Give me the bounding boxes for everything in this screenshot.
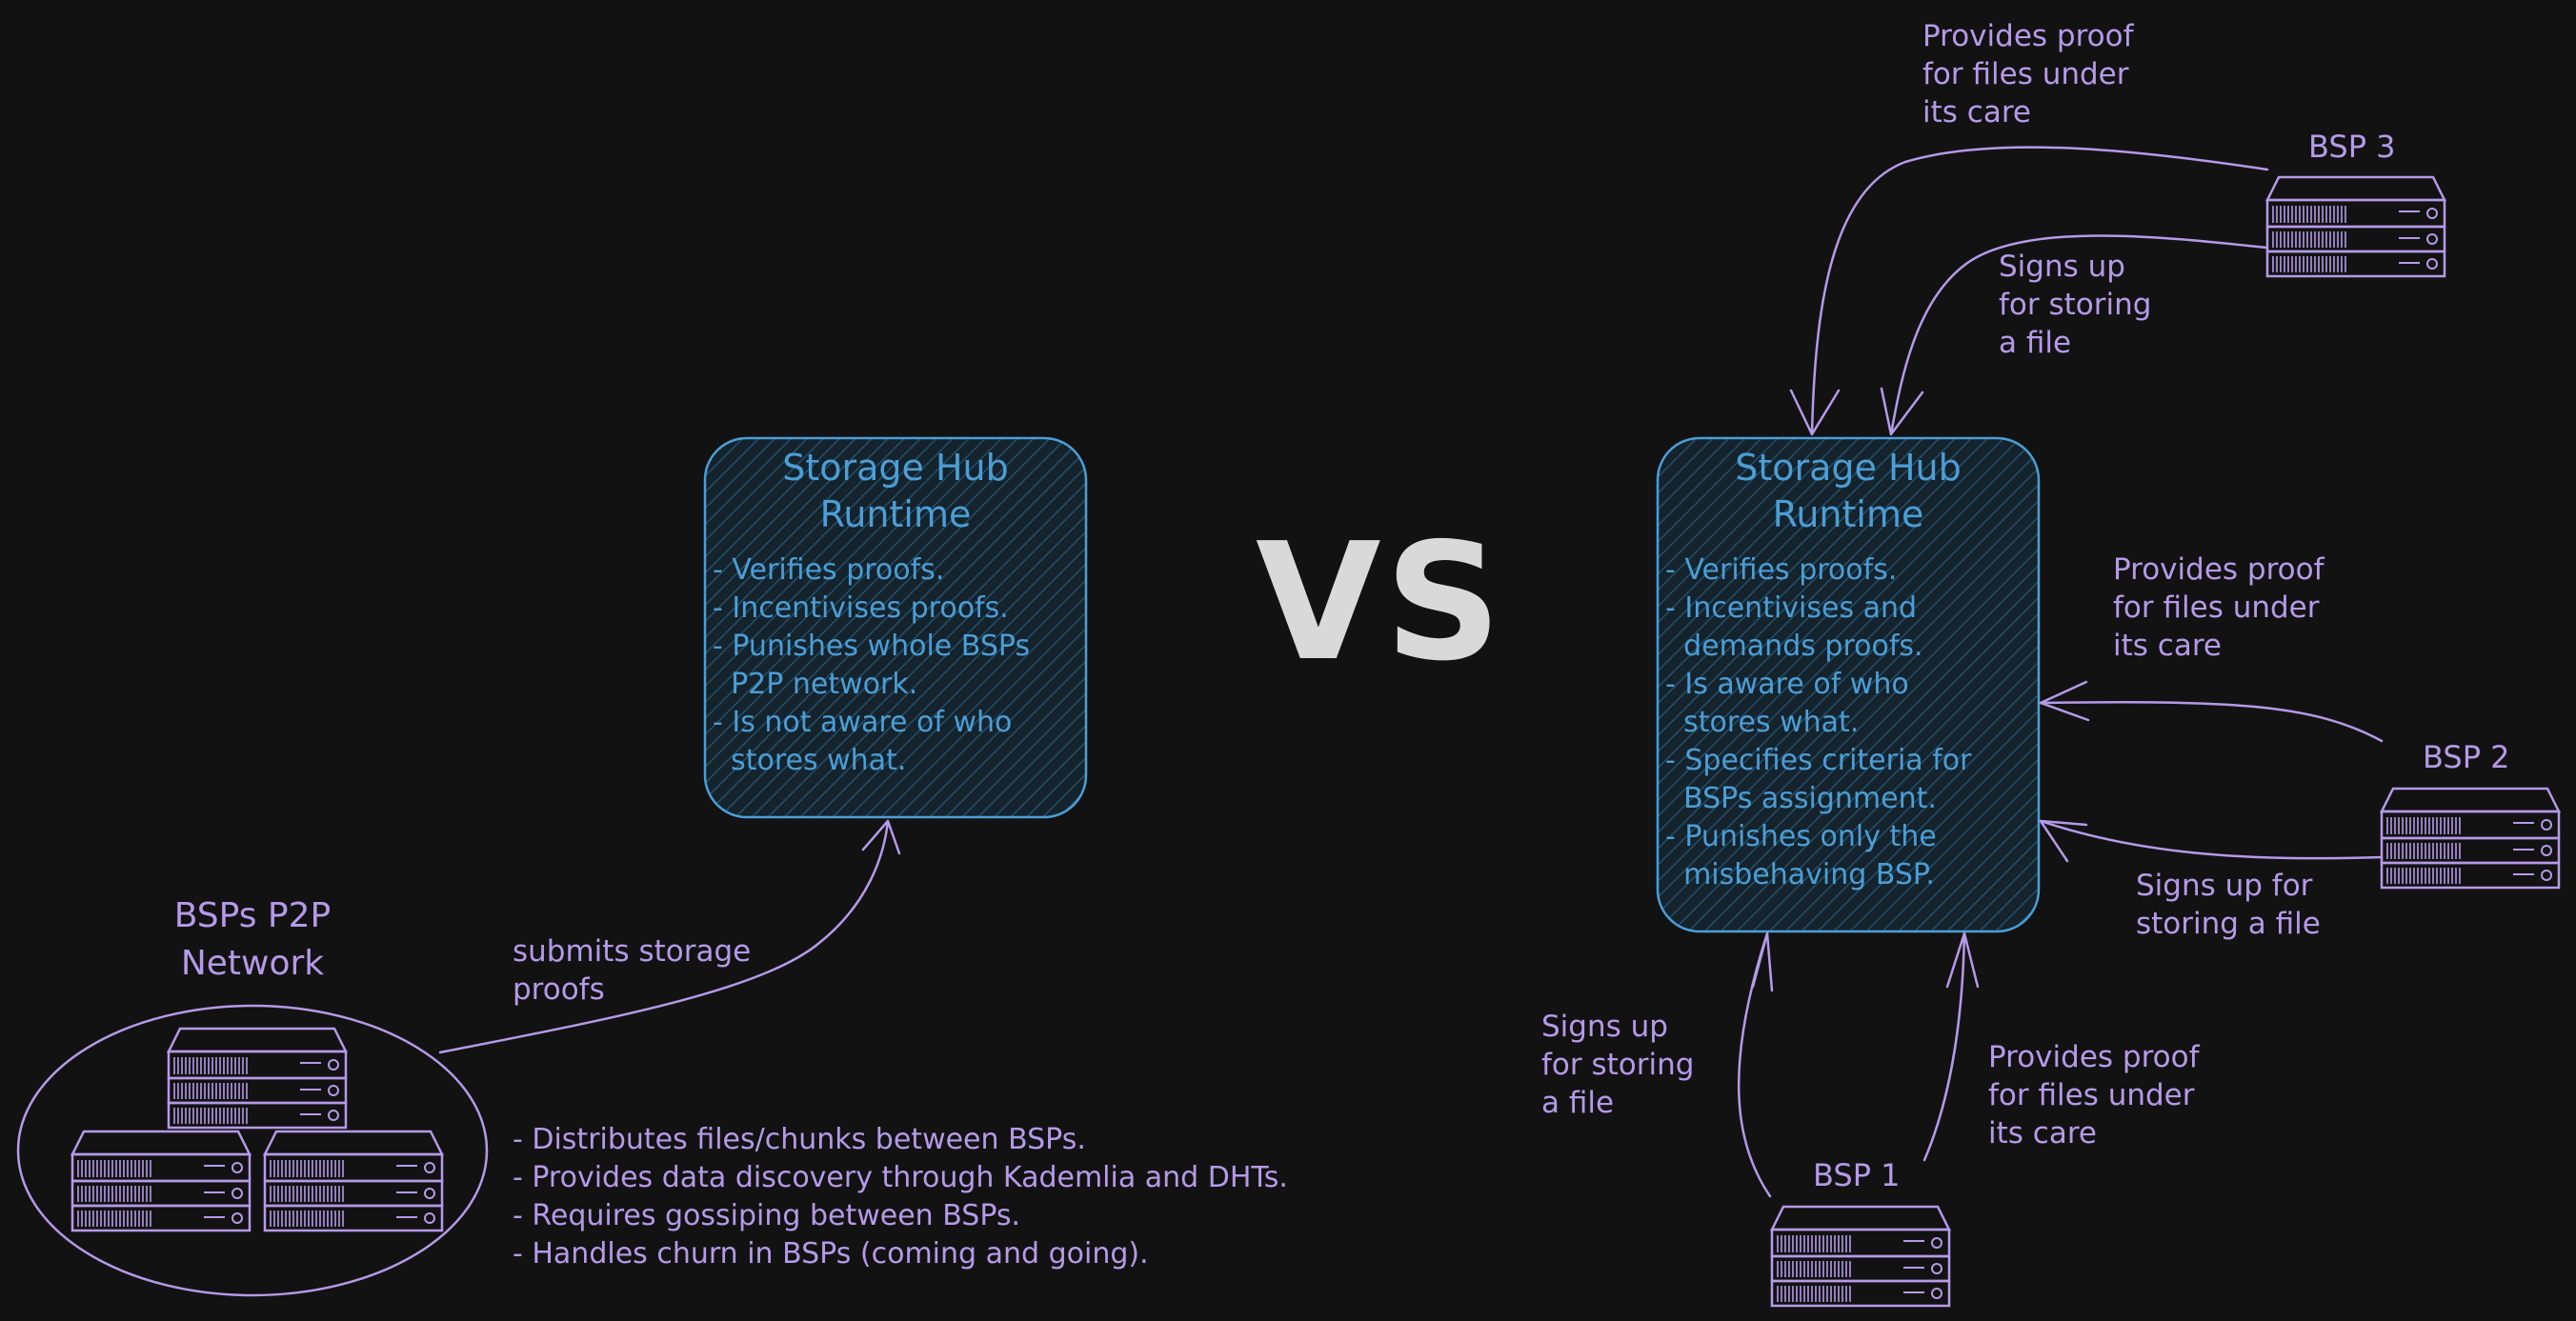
bsp1-proof-arrow (1922, 931, 1966, 1162)
network-title: BSPs P2P Network (173, 896, 332, 983)
left-runtime-bullet: - Verifies proofs. (713, 553, 945, 587)
submit-proofs-arrowhead (861, 819, 901, 855)
bsp2-server-icon (2380, 787, 2561, 890)
left-runtime-box (703, 436, 1088, 819)
submit-proofs-arrow (438, 819, 890, 1054)
network-bullet: - Requires gossiping between BSPs. (513, 1199, 1021, 1232)
bsp1-signup-arrow (1737, 931, 1772, 1198)
bsp1-signup-arrowhead (1751, 931, 1774, 992)
left-runtime-bullet: - Punishes whole BSPs P2P network. (713, 630, 1031, 701)
bsp3-proof-label: Provides proof for files under its care (1922, 19, 2134, 130)
left-runtime-title: Storage Hub Runtime (782, 447, 1009, 535)
right-runtime-box (1656, 436, 2041, 933)
network-bullet: - Provides data discovery through Kademl… (513, 1161, 1288, 1194)
bsp3-proof-arrow (1810, 146, 2269, 436)
bsp-network-ellipse (16, 1004, 489, 1297)
right-runtime-bullet: - Specifies criteria for BSPs assignment… (1665, 744, 1972, 815)
bsp2-signup-arrowhead (2039, 819, 2088, 863)
bsp2-signup-arrow (2039, 819, 2384, 860)
bsp3-signup-label: Signs up for storing a file (1999, 250, 2152, 360)
right-runtime-title: Storage Hub Runtime (1735, 447, 1962, 535)
bsp2-proof-arrowhead (2039, 680, 2090, 722)
bsp1-server-icon (1770, 1205, 1951, 1308)
right-runtime-bullet: - Is aware of who stores what. (1665, 668, 1909, 739)
right-runtime-bullets: - Verifies proofs. - Incentivises and de… (1665, 551, 1971, 894)
bsp2-proof-label: Provides proof for files under its care (2113, 552, 2324, 663)
network-bullet: - Distributes files/chunks between BSPs. (513, 1123, 1086, 1156)
bsp1-proof-arrowhead (1945, 931, 1980, 989)
left-runtime-bullet: - Is not aware of who stores what. (713, 706, 1013, 777)
network-server-icon-left (70, 1130, 252, 1232)
network-server-icon-top (167, 1027, 348, 1130)
bsp2-label: BSP 2 (2423, 739, 2510, 775)
bsp3-signup-arrow (1889, 234, 2269, 436)
bsp3-server-icon (2265, 175, 2446, 278)
bsp3-signup-arrowhead (1880, 387, 1924, 436)
vs-label: VS (1256, 509, 1506, 697)
network-bullet: - Handles churn in BSPs (coming and goin… (513, 1237, 1149, 1271)
submit-proofs-label: submits storage proofs (513, 934, 752, 1007)
bsp3-proof-arrowhead (1789, 389, 1841, 436)
bsp2-signup-label: Signs up for storing a file (2136, 869, 2321, 941)
bsp1-label: BSP 1 (1813, 1157, 1901, 1193)
bsp3-label: BSP 3 (2308, 129, 2396, 165)
left-runtime-bullets: - Verifies proofs. - Incentivises proofs… (713, 551, 1030, 780)
network-server-icon-right (263, 1130, 444, 1232)
right-runtime-bullet: - Punishes only the misbehaving BSP. (1665, 820, 1937, 891)
network-bullets: - Distributes files/chunks between BSPs.… (513, 1121, 1288, 1273)
right-runtime-bullet: - Verifies proofs. (1665, 553, 1898, 587)
bsp1-proof-label: Provides proof for files under its care (1988, 1040, 2200, 1151)
bsp1-signup-label: Signs up for storing a file (1541, 1010, 1695, 1120)
right-runtime-bullet: - Incentivises and demands proofs. (1665, 591, 1923, 663)
bsp2-proof-arrow (2039, 701, 2384, 743)
left-runtime-bullet: - Incentivises proofs. (713, 591, 1009, 625)
